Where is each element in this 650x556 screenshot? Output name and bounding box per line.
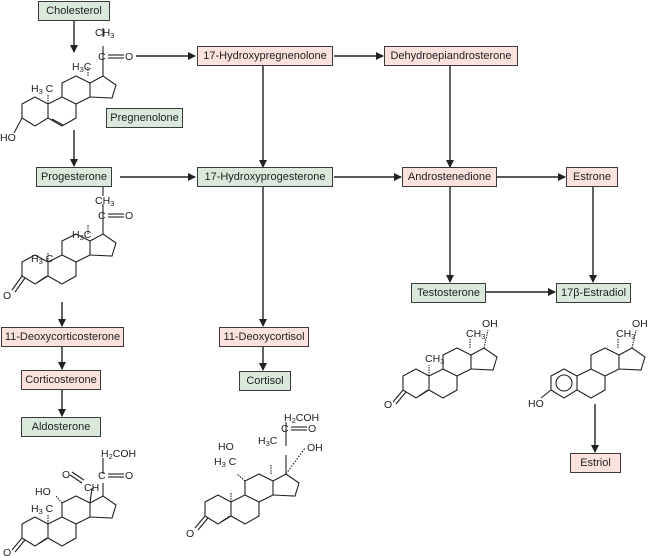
label-ch3-10: CH3: [425, 353, 444, 366]
node-deoxycorticosterone: 11-Deoxycorticosterone: [1, 327, 124, 347]
structure-estradiol: [540, 329, 646, 399]
structure-cortisol-labels: H2COH C O H3C OH HO H3 C O: [186, 412, 323, 540]
label-keto-o: O: [186, 528, 194, 540]
label-c: C: [98, 470, 106, 482]
label-o: O: [125, 210, 133, 222]
label-ho: HO: [528, 398, 544, 410]
label-ho: HO: [0, 132, 16, 144]
node-cholesterol: Cholesterol: [38, 1, 110, 21]
structure-aldosterone: [11, 458, 124, 553]
label-ch3-13: CH3: [616, 328, 635, 341]
label-oh17: OH: [307, 442, 323, 454]
structure-cortisol: [194, 422, 307, 531]
node-estradiol: 17β-Estradiol: [556, 283, 631, 303]
node-progesterone: Progesterone: [36, 167, 112, 187]
node-cortisol: Cortisol: [239, 371, 291, 391]
label-aldehyde-o: O: [62, 469, 70, 481]
node-deoxycortisol: 11-Deoxycortisol: [219, 327, 309, 347]
label-oh: OH: [632, 318, 648, 330]
label-o: O: [125, 51, 133, 63]
label-ho: HO: [35, 486, 51, 498]
label-o: O: [308, 423, 316, 435]
node-hydroxypregnenolone: 17-Hydroxypregnenolone: [197, 46, 333, 66]
label-ch3: CH3: [95, 27, 114, 40]
label-oh: OH: [482, 318, 498, 330]
node-estrone: Estrone: [566, 167, 618, 187]
node-aldosterone: Aldosterone: [21, 417, 101, 437]
structure-testosterone-labels: OH CH3 CH3 O: [384, 318, 498, 411]
node-testosterone: Testosterone: [411, 283, 486, 303]
label-ho: HO: [218, 441, 234, 453]
label-h3c-10: H3 C: [31, 253, 54, 266]
label-h3c-10: H3 C: [31, 83, 54, 96]
structure-testosterone: [392, 329, 498, 405]
label-c: C: [98, 51, 106, 63]
label-ch: CH: [84, 482, 99, 494]
structure-estradiol-labels: OH CH3 HO: [528, 318, 648, 410]
label-keto-o: O: [3, 547, 11, 556]
label-ch3: CH3: [95, 195, 114, 208]
node-androstenedione: Androstenedione: [402, 167, 497, 187]
node-corticosterone: Corticosterone: [21, 370, 101, 390]
node-estriol: Estriol: [570, 453, 621, 473]
structure-progesterone-labels: CH3 C O H3C H3 C O: [3, 195, 133, 302]
structure-pregnenolone-labels: CH3 C O H3C H3 C HO: [0, 27, 133, 144]
label-h3c: H3C: [72, 61, 92, 74]
label-h3c-10: H3 C: [31, 503, 54, 516]
structure-aldosterone-labels: H2COH C O O CH HO H3 C O: [3, 448, 136, 556]
node-dhea: Dehydroepiandrosterone: [384, 46, 518, 66]
node-pregnenolone: Pregnenolone: [106, 108, 183, 128]
node-hydroxyprogesterone: 17-Hydroxyprogesterone: [197, 167, 333, 187]
label-h3c: H3C: [72, 229, 92, 242]
label-keto-o: O: [3, 290, 11, 302]
label-h3c: H3C: [258, 435, 278, 448]
label-keto-o: O: [384, 399, 392, 411]
label-o: O: [125, 470, 133, 482]
structure-pregnenolone: [13, 28, 124, 134]
label-h2coh: H2COH: [284, 412, 319, 425]
label-c: C: [281, 423, 289, 435]
structure-progesterone: [11, 186, 124, 293]
label-ch3-13: CH3: [466, 328, 485, 341]
label-c: C: [98, 210, 106, 222]
label-h3c-10: H3 C: [214, 456, 237, 469]
label-h2coh: H2COH: [101, 448, 136, 461]
